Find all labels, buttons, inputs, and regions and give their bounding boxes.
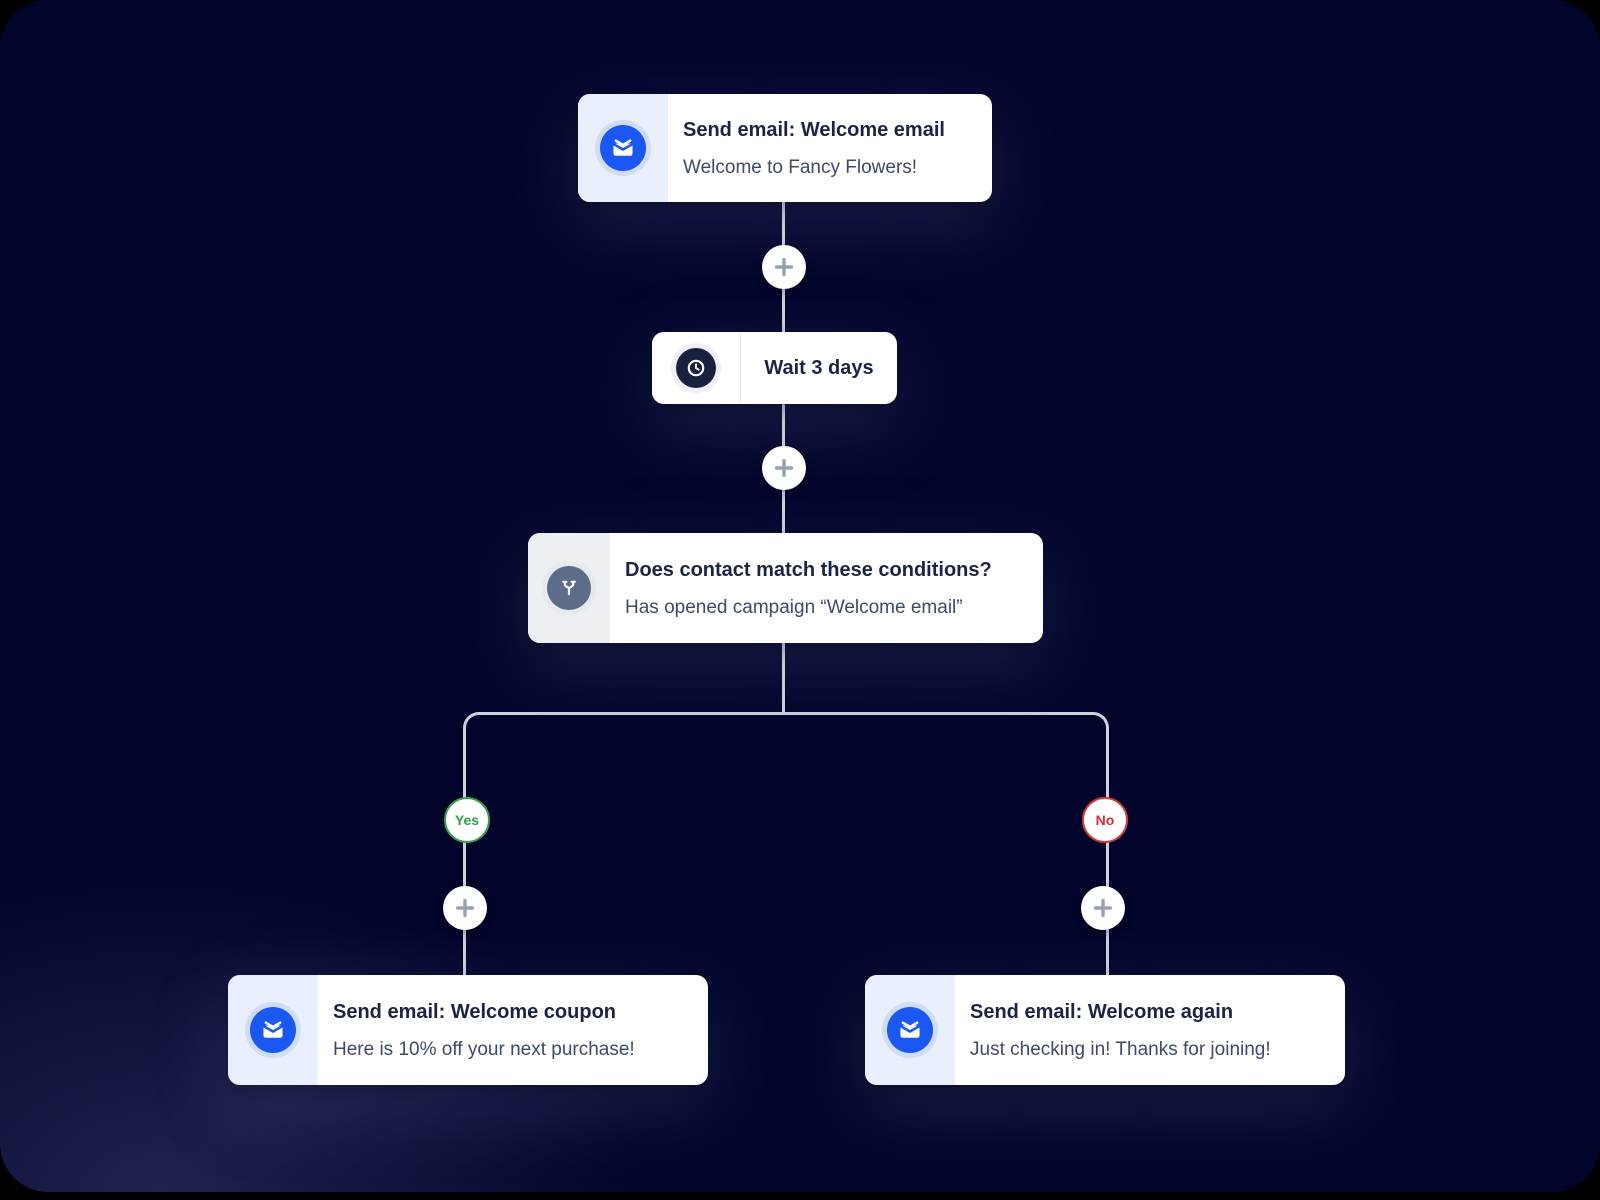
node-icon-panel bbox=[528, 533, 610, 643]
node-wait[interactable]: Wait 3 days bbox=[652, 332, 897, 404]
node-text: Does contact match these conditions? Has… bbox=[610, 533, 1014, 643]
email-icon bbox=[600, 125, 646, 171]
node-condition[interactable]: Does contact match these conditions? Has… bbox=[528, 533, 1043, 643]
node-title: Send email: Welcome coupon bbox=[333, 1000, 617, 1023]
node-text: Send email: Welcome again Just checking … bbox=[955, 975, 1293, 1085]
add-step-button[interactable] bbox=[1081, 886, 1125, 930]
node-title: Send email: Welcome email bbox=[683, 118, 945, 141]
branch-yes-label: Yes bbox=[454, 812, 480, 828]
add-step-button[interactable] bbox=[762, 245, 806, 289]
node-title: Does contact match these conditions? bbox=[625, 558, 992, 581]
branch-yes-badge: Yes bbox=[444, 797, 490, 843]
node-subtitle: Welcome to Fancy Flowers! bbox=[683, 156, 918, 178]
plus-icon bbox=[774, 257, 794, 277]
branch-no-badge: No bbox=[1082, 797, 1128, 843]
node-subtitle: Just checking in! Thanks for joining! bbox=[970, 1038, 1271, 1060]
plus-icon bbox=[774, 458, 794, 478]
node-icon-panel bbox=[228, 975, 318, 1085]
plus-icon bbox=[1093, 898, 1113, 918]
add-step-button[interactable] bbox=[762, 446, 806, 490]
node-text: Send email: Welcome coupon Here is 10% o… bbox=[318, 975, 657, 1085]
node-subtitle: Has opened campaign “Welcome email” bbox=[625, 596, 963, 618]
node-icon-panel bbox=[652, 332, 741, 404]
branch-connector bbox=[463, 712, 1109, 978]
node-icon-panel bbox=[865, 975, 955, 1085]
node-title: Wait 3 days bbox=[764, 356, 874, 379]
node-icon-panel bbox=[578, 94, 668, 202]
node-send-email-again[interactable]: Send email: Welcome again Just checking … bbox=[865, 975, 1345, 1085]
email-icon bbox=[250, 1007, 296, 1053]
add-step-button[interactable] bbox=[443, 886, 487, 930]
email-icon bbox=[887, 1007, 933, 1053]
node-send-email-coupon[interactable]: Send email: Welcome coupon Here is 10% o… bbox=[228, 975, 708, 1085]
split-icon bbox=[547, 566, 591, 610]
connector-condition-to-branch bbox=[782, 641, 785, 715]
clock-icon bbox=[676, 348, 716, 388]
node-title: Send email: Welcome again bbox=[970, 1000, 1234, 1023]
node-text: Wait 3 days bbox=[741, 332, 897, 404]
node-subtitle: Here is 10% off your next purchase! bbox=[333, 1038, 635, 1060]
node-text: Send email: Welcome email Welcome to Fan… bbox=[668, 94, 967, 202]
node-send-email-welcome[interactable]: Send email: Welcome email Welcome to Fan… bbox=[578, 94, 992, 202]
branch-no-label: No bbox=[1095, 812, 1115, 828]
plus-icon bbox=[455, 898, 475, 918]
